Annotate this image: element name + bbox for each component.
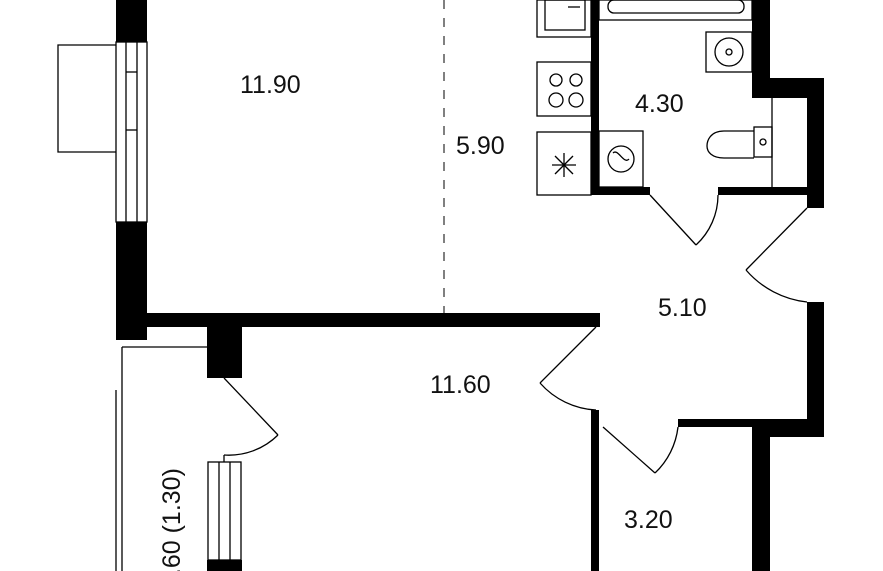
wall-bedroom-stub xyxy=(591,313,599,327)
toilet-icon xyxy=(706,98,773,187)
kitchen-sink-icon xyxy=(536,0,592,38)
wall-balcony-door-bottom xyxy=(207,560,242,571)
balcony-door-window xyxy=(207,455,242,561)
window-opening-sash xyxy=(57,44,116,153)
living-room-area-label: 11.90 xyxy=(240,71,301,99)
balcony-door xyxy=(223,377,279,456)
wall-pillar xyxy=(207,313,242,378)
refrigerator-icon xyxy=(536,131,592,196)
wall-left-top xyxy=(116,0,147,42)
entrance-door xyxy=(745,207,808,303)
bedroom-door xyxy=(539,326,597,411)
wall-horizontal-mid xyxy=(116,313,600,327)
wall-closet-top xyxy=(678,419,758,427)
washing-machine-icon xyxy=(598,130,644,188)
wall-right-step xyxy=(752,78,824,98)
stove-icon xyxy=(536,61,592,117)
wall-kitchen-bath xyxy=(591,0,599,195)
wall-right-lower xyxy=(807,302,824,437)
wall-bath-bottom xyxy=(591,187,650,195)
bathtub-icon xyxy=(598,0,753,21)
kitchen-area-label: 5.90 xyxy=(456,132,505,160)
walls xyxy=(116,0,824,571)
bathroom-area-label: 4.30 xyxy=(635,90,684,118)
wall-bath-bottom-right xyxy=(718,187,808,195)
balcony-frame xyxy=(115,346,207,571)
closet-door xyxy=(602,426,679,474)
closet-area-label: 3.20 xyxy=(624,506,673,534)
balcony-area-label: 2.60 (1.30) xyxy=(158,468,186,571)
bedroom-area-label: 11.60 xyxy=(430,371,491,399)
hallway-area-label: 5.10 xyxy=(658,294,707,322)
wall-right-bottom xyxy=(752,419,770,571)
washbasin-icon xyxy=(705,31,753,73)
window-living-room xyxy=(115,41,148,223)
wall-right-top xyxy=(752,0,770,98)
bathroom-door xyxy=(649,194,719,246)
wall-right-upper xyxy=(807,78,824,208)
wall-closet-left xyxy=(591,410,599,571)
